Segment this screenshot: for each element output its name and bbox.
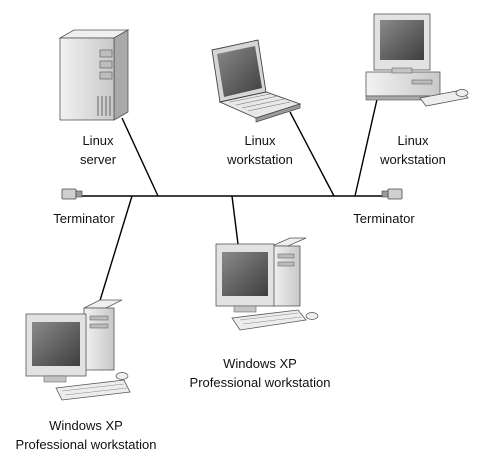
winxp-center-label: Windows XP Professional workstation bbox=[180, 354, 340, 392]
winxp-left-label-line2: Professional workstation bbox=[15, 437, 157, 452]
linux-desktop-label-line1: Linux bbox=[397, 133, 429, 148]
linux-desktop-label: Linux workstation bbox=[363, 131, 463, 169]
terminator-plug-icon bbox=[381, 188, 403, 200]
server-tower-icon bbox=[58, 29, 130, 121]
winxp-left-label: Windows XP Professional workstation bbox=[2, 416, 170, 454]
winxp-left-label-line1: Windows XP bbox=[49, 418, 123, 433]
desktop-computer-icon bbox=[25, 299, 131, 401]
linux-laptop-label-line1: Linux bbox=[244, 133, 276, 148]
terminator-left-label-text: Terminator bbox=[53, 211, 115, 226]
terminator-right-label: Terminator bbox=[334, 209, 434, 228]
network-cables bbox=[80, 94, 384, 308]
winxp-center-label-line2: Professional workstation bbox=[189, 375, 331, 390]
drop-winxp-left bbox=[97, 195, 133, 308]
linux-desktop-label-line2: workstation bbox=[380, 152, 446, 167]
terminator-left-label: Terminator bbox=[34, 209, 134, 228]
terminator-plug-icon bbox=[61, 188, 83, 200]
desktop-computer-icon bbox=[365, 13, 469, 107]
winxp-center-label-line1: Windows XP bbox=[223, 356, 297, 371]
drop-linux-laptop bbox=[289, 111, 335, 197]
linux-server-label: Linux server bbox=[48, 131, 148, 169]
linux-server-label-line2: server bbox=[79, 152, 117, 167]
linux-laptop-label-line2: workstation bbox=[227, 152, 293, 167]
linux-laptop-label: Linux workstation bbox=[210, 131, 310, 169]
drop-winxp-center bbox=[231, 195, 240, 253]
drop-linux-server bbox=[121, 117, 159, 197]
drop-linux-desktop bbox=[354, 94, 379, 197]
laptop-icon bbox=[211, 39, 302, 123]
terminator-right-label-text: Terminator bbox=[353, 211, 415, 226]
linux-server-label-line1: Linux bbox=[82, 133, 114, 148]
desktop-computer-icon bbox=[215, 237, 319, 331]
